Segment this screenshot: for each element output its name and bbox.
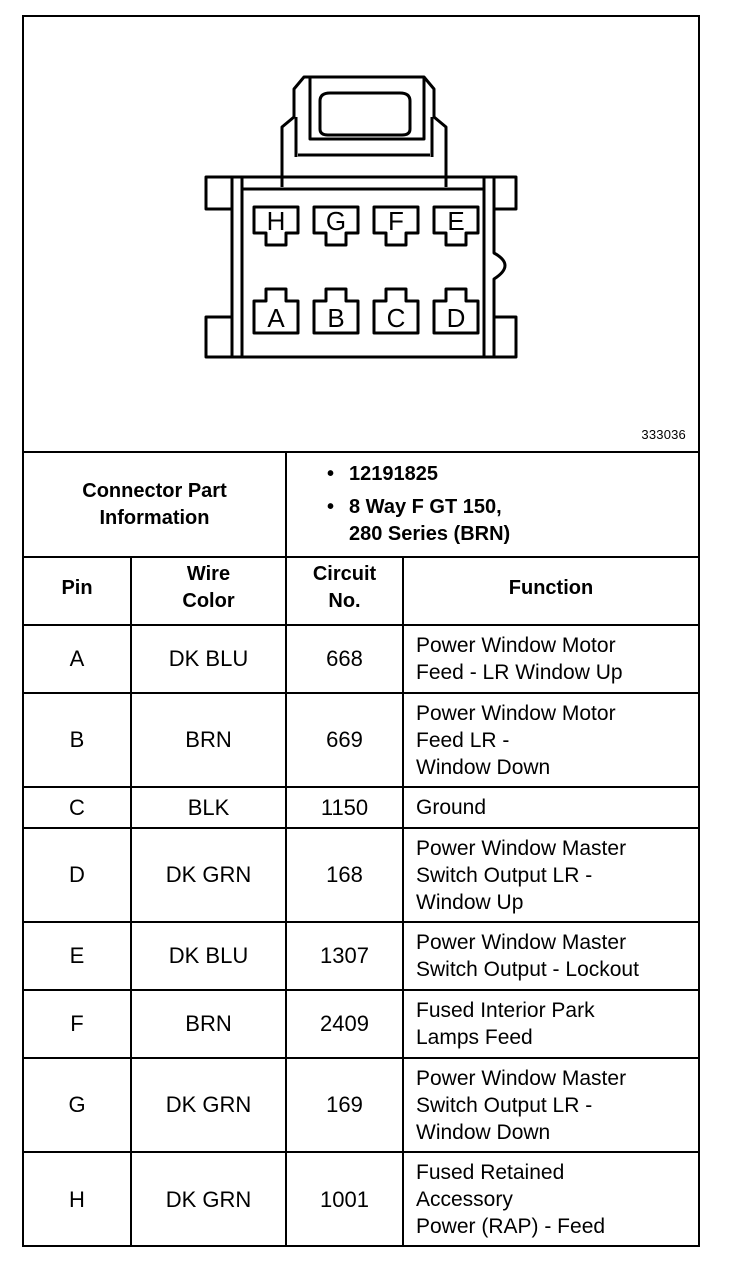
pin-cell: D — [24, 827, 132, 923]
connector-part-info-list: • 12191825 • 8 Way F GT 150, 280 Series … — [285, 453, 698, 558]
function-cell: Power Window Motor Feed LR - Window Down — [402, 692, 698, 788]
pin-cell: H — [24, 1151, 132, 1246]
circuit-cell: 2409 — [285, 989, 404, 1059]
wire-color-cell: BLK — [130, 786, 287, 829]
header-wire-color: Wire Color — [130, 556, 287, 626]
pin-label-lower: C — [387, 303, 406, 333]
header-row: Pin Wire Color Circuit No. Function — [24, 556, 698, 626]
pin-label-upper: H — [267, 206, 286, 236]
wire-color-cell: BRN — [130, 989, 287, 1059]
wire-color-cell: BRN — [130, 692, 287, 788]
pin-cell: A — [24, 625, 132, 694]
pin-label-upper: F — [388, 206, 404, 236]
function-cell: Fused Interior Park Lamps Feed — [402, 989, 698, 1059]
circuit-cell: 168 — [285, 827, 404, 923]
connector-face-illustration: H G F E A B C D — [204, 75, 518, 359]
pin-cell: G — [24, 1057, 132, 1153]
function-cell: Power Window Motor Feed - LR Window Up — [402, 625, 698, 694]
figure-id: 333036 — [641, 427, 686, 442]
pin-label-lower: A — [267, 303, 285, 333]
bullet-icon: • — [327, 496, 335, 518]
circuit-cell: 668 — [285, 625, 404, 694]
pin-label-lower: B — [327, 303, 344, 333]
wire-color-cell: DK GRN — [130, 1057, 287, 1153]
wire-color-cell: DK BLU — [130, 921, 287, 991]
pin-cell: C — [24, 786, 132, 829]
function-cell: Power Window Master Switch Output LR - W… — [402, 827, 698, 923]
connector-sheet: H G F E A B C D 333036 Connector Part In… — [22, 15, 700, 1247]
pin-label-upper: G — [326, 206, 346, 236]
bullet-icon: • — [327, 463, 335, 485]
connector-part-info-row: Connector Part Information • 12191825 • … — [24, 453, 698, 558]
connector-type-item: • 8 Way F GT 150, 280 Series (BRN) — [327, 494, 698, 548]
function-cell: Ground — [402, 786, 698, 829]
header-function: Function — [402, 556, 698, 626]
header-circuit-no: Circuit No. — [285, 556, 404, 626]
function-cell: Power Window Master Switch Output - Lock… — [402, 921, 698, 991]
circuit-cell: 1307 — [285, 921, 404, 991]
circuit-cell: 1001 — [285, 1151, 404, 1246]
pin-cell: F — [24, 989, 132, 1059]
function-cell: Fused Retained Accessory Power (RAP) - F… — [402, 1151, 698, 1246]
pin-label-lower: D — [447, 303, 466, 333]
pin-cell: B — [24, 692, 132, 788]
pin-table: Connector Part Information • 12191825 • … — [24, 453, 698, 1246]
pin-cell: E — [24, 921, 132, 991]
circuit-cell: 669 — [285, 692, 404, 788]
wire-color-cell: DK GRN — [130, 827, 287, 923]
wire-color-cell: DK GRN — [130, 1151, 287, 1246]
function-cell: Power Window Master Switch Output LR - W… — [402, 1057, 698, 1153]
circuit-cell: 169 — [285, 1057, 404, 1153]
header-pin: Pin — [24, 556, 132, 626]
pin-label-upper: E — [447, 206, 464, 236]
part-number-item: • 12191825 — [327, 461, 698, 488]
circuit-cell: 1150 — [285, 786, 404, 829]
connector-diagram: H G F E A B C D 333036 — [24, 17, 698, 453]
wire-color-cell: DK BLU — [130, 625, 287, 694]
connector-part-info-label: Connector Part Information — [24, 453, 287, 558]
